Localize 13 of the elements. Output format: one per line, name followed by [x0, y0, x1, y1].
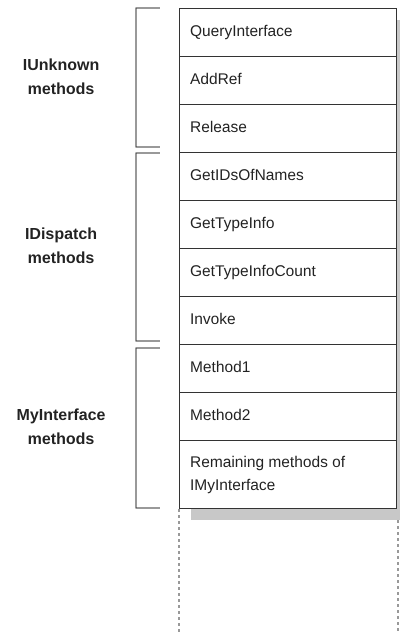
method-slot: QueryInterface	[179, 8, 397, 57]
method-slot: Remaining methods of IMyInterface	[179, 440, 397, 509]
method-slot: Invoke	[179, 296, 397, 345]
method-slot: GetTypeInfo	[179, 200, 397, 249]
method-slot: Release	[179, 104, 397, 153]
method-slot: AddRef	[179, 56, 397, 105]
group-label: MyInterface methods	[16, 406, 106, 450]
group-label: IUnknown methods	[22, 56, 100, 100]
method-slot: Method2	[179, 392, 397, 441]
method-slot: GetTypeInfoCount	[179, 248, 397, 297]
method-slot: Method1	[179, 344, 397, 393]
group-label: IDispatch methods	[24, 225, 98, 269]
method-slot: GetIDsOfNames	[179, 152, 397, 201]
